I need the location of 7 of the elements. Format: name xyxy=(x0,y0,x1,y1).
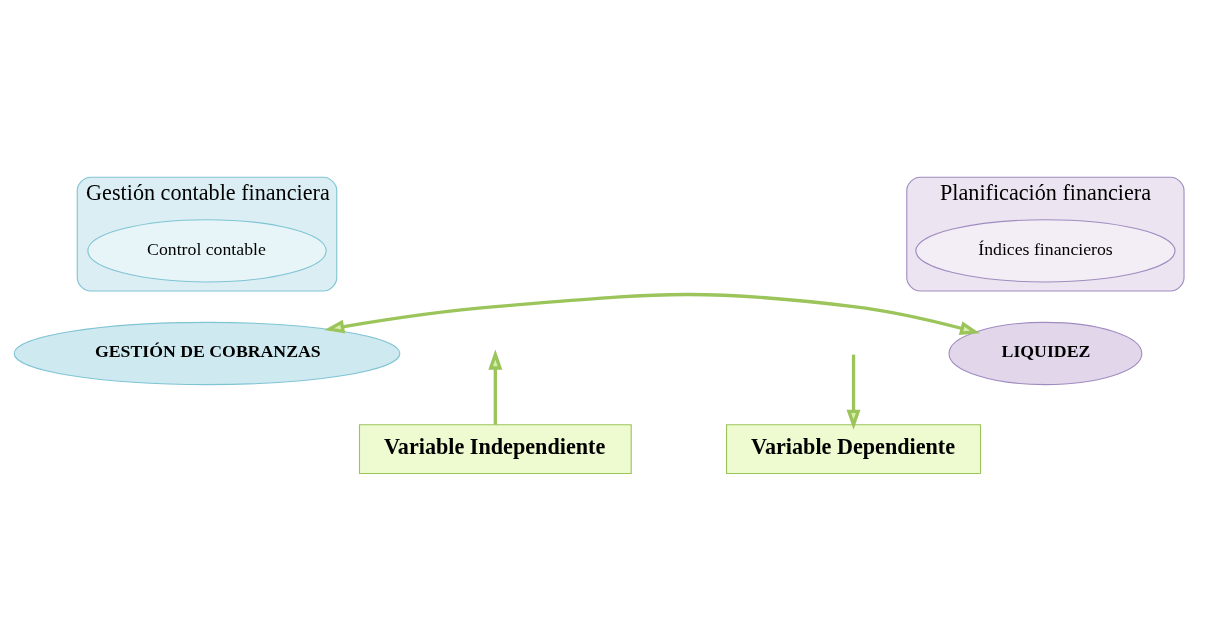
node-box: Variable Independiente xyxy=(358,424,632,475)
node-ellipse: Control contable xyxy=(87,219,327,283)
node-box: Variable Dependiente xyxy=(726,424,982,475)
arrow xyxy=(488,349,503,425)
arrow xyxy=(846,354,861,430)
node-ellipse: Índices financieros xyxy=(915,219,1176,283)
arrow xyxy=(324,292,980,335)
